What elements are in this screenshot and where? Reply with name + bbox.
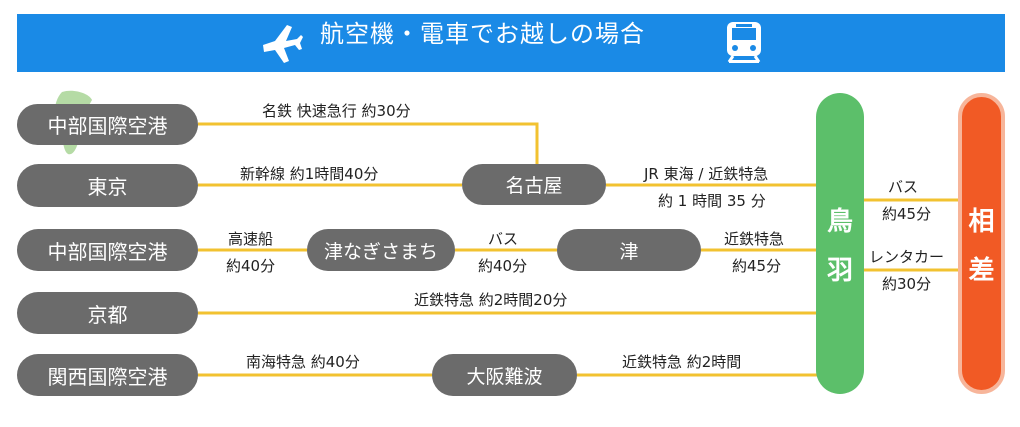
label-bus-tsu-2: 約40分	[478, 257, 528, 275]
origin-chubu-airport-ferry: 中部国際空港	[17, 229, 198, 271]
toba-char-1: 鳥	[826, 206, 853, 237]
label-bus-ouji-1: バス	[888, 178, 919, 196]
hub-osaka-namba: 大阪難波	[432, 354, 577, 396]
destination-toba: 鳥 羽	[816, 93, 864, 394]
ouji-char-2: 差	[968, 255, 995, 286]
label-nankai: 南海特急 約40分	[246, 353, 360, 371]
page-title: 航空機・電車でお越しの場合	[320, 20, 645, 48]
label-kintetsu-tsu-1: 近鉄特急	[724, 230, 785, 248]
hub-tsu: 津	[557, 229, 701, 271]
label-kintetsu-tsu-2: 約45分	[732, 257, 782, 275]
label-kyoto: 近鉄特急 約2時間20分	[414, 291, 568, 309]
label-bus-tsu-1: バス	[488, 230, 519, 248]
hub-tsunagisa: 津なぎさまち	[307, 229, 455, 271]
plane-icon	[263, 25, 303, 63]
ouji-char-1: 相	[968, 206, 995, 237]
origin-tokyo: 東京	[17, 164, 198, 207]
label-ferry-2: 約40分	[226, 257, 276, 275]
label-meitetsu: 名鉄 快速急行 約30分	[262, 102, 411, 120]
label-rental-1: レンタカー	[869, 248, 945, 266]
label-jr-kintetsu-1: JR 東海 / 近鉄特急	[644, 165, 769, 183]
line-meitetsu	[198, 122, 539, 164]
hub-nagoya: 名古屋	[462, 164, 606, 205]
origin-kyoto: 京都	[17, 292, 198, 334]
label-ferry-1: 高速船	[228, 230, 274, 248]
label-shinkansen: 新幹線 約1時間40分	[240, 165, 379, 183]
toba-char-2: 羽	[826, 255, 853, 286]
label-namba-kintetsu: 近鉄特急 約2時間	[622, 353, 742, 371]
label-bus-ouji-2: 約45分	[882, 205, 932, 223]
destination-ouji: 相 差	[958, 93, 1005, 394]
label-rental-2: 約30分	[882, 275, 932, 293]
header-banner	[17, 14, 1005, 72]
origin-chubu-airport: 中部国際空港	[17, 104, 198, 145]
label-jr-kintetsu-2: 約 1 時間 35 分	[658, 192, 766, 210]
train-icon	[727, 22, 761, 63]
origin-kansai-airport: 関西国際空港	[17, 354, 198, 396]
